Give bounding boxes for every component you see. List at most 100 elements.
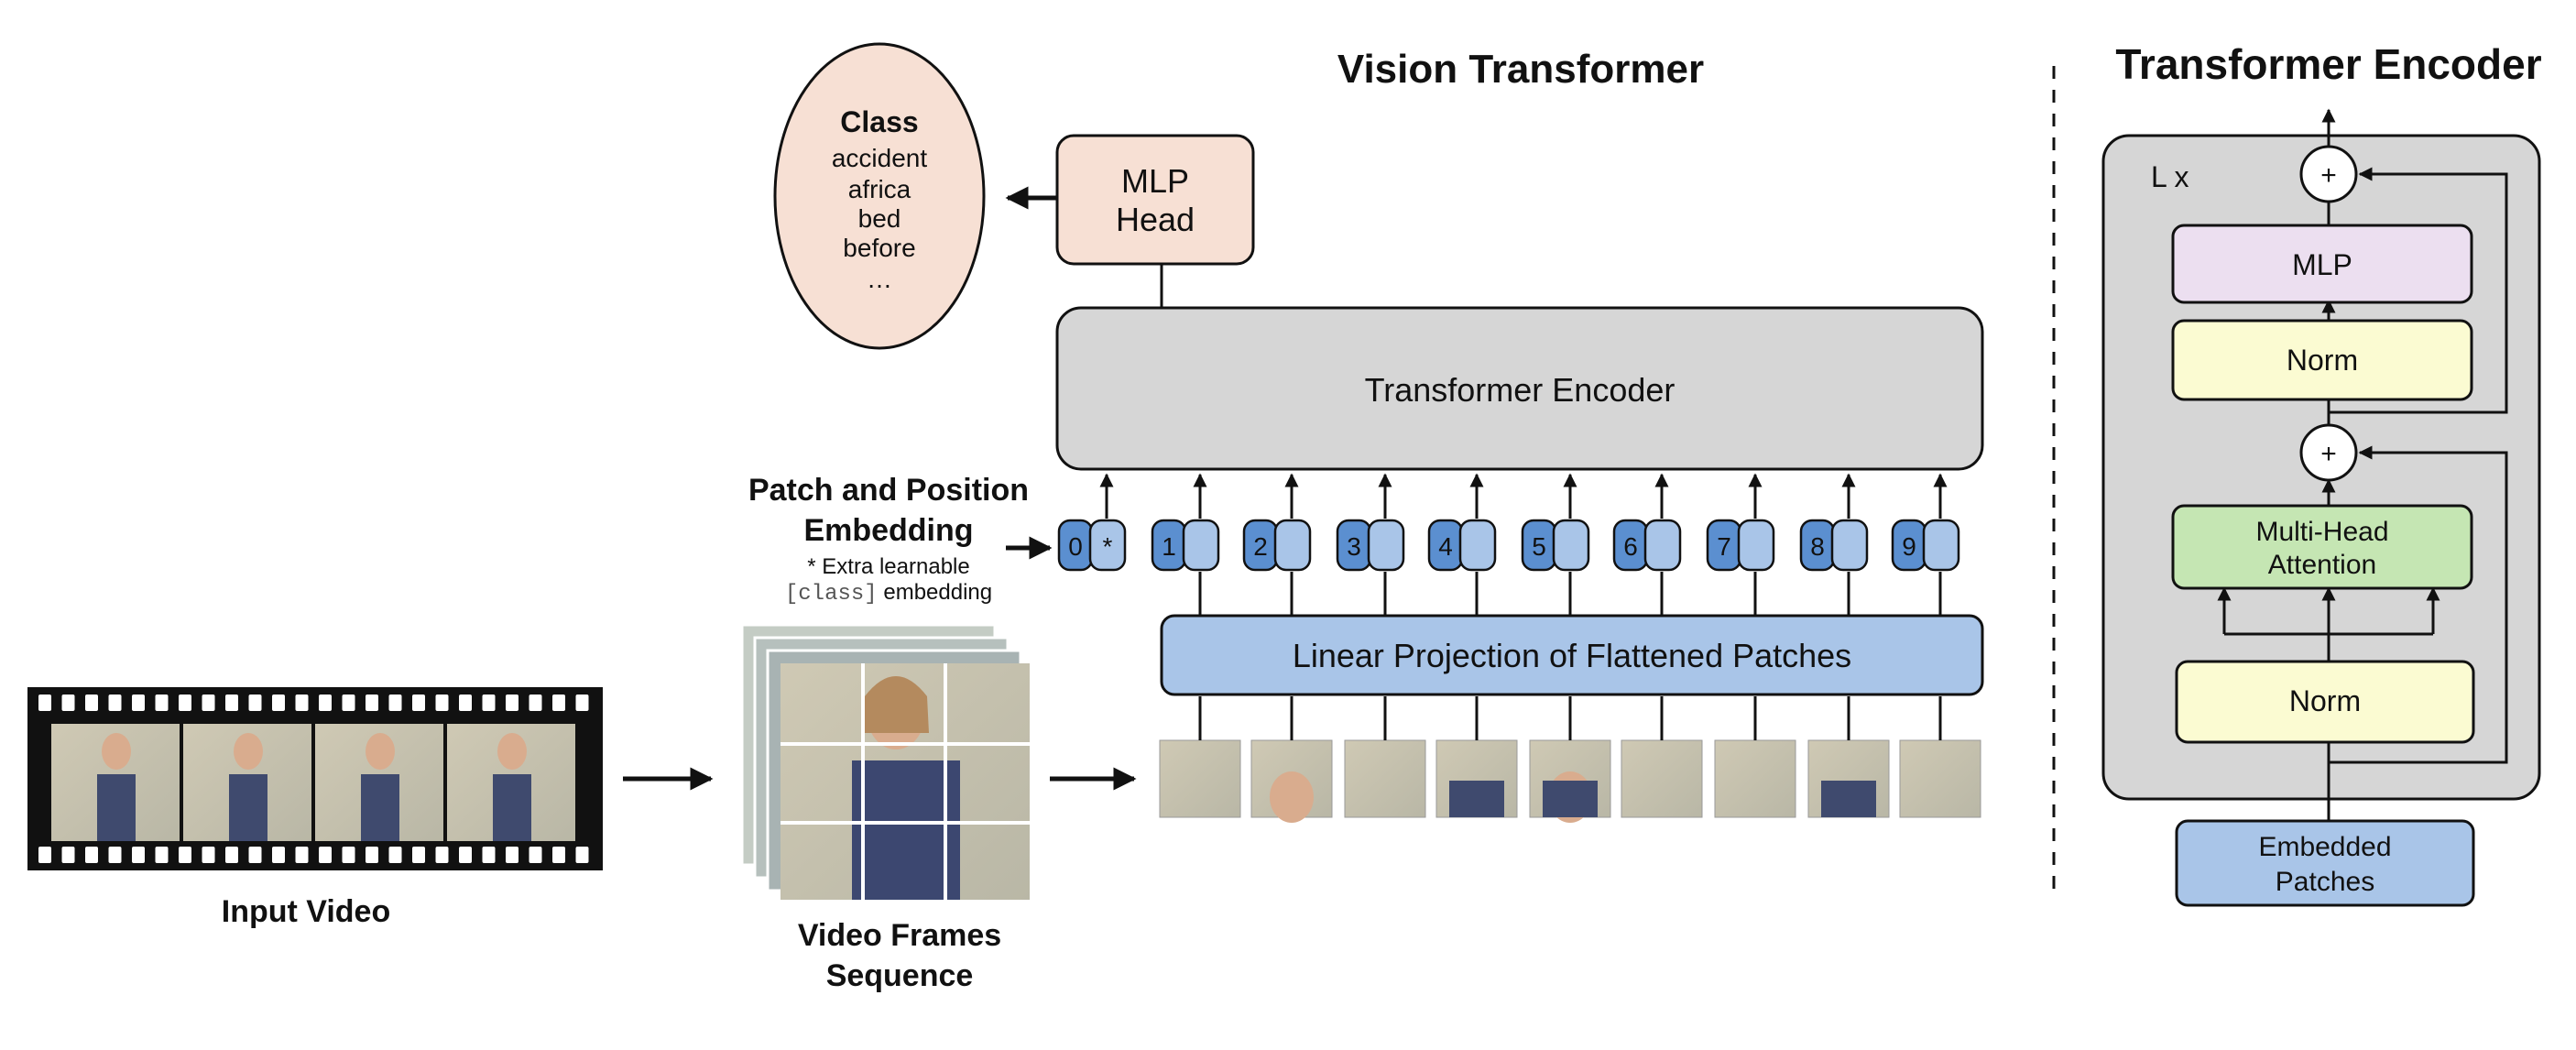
sprocket-hole <box>412 847 425 863</box>
token-index: 8 <box>1810 532 1825 561</box>
add-circle-bottom <box>2299 423 2358 482</box>
sprocket-hole <box>506 847 518 863</box>
sprocket-hole <box>61 847 75 863</box>
sprocket-hole <box>366 695 378 711</box>
repeat-label: L x <box>2151 160 2189 193</box>
sprocket-hole <box>319 695 332 711</box>
transformer-encoder-box <box>1055 306 1984 471</box>
embedding-title-line1: Patch and Position <box>748 473 1029 508</box>
sprocket-hole <box>529 695 542 711</box>
sprocket-hole <box>85 695 98 711</box>
embedded-patches-box <box>2175 819 2475 907</box>
image-patch <box>1621 739 1703 818</box>
sprocket-hole <box>132 847 145 863</box>
sprocket-hole <box>179 695 191 711</box>
embedding-note-line1: * Extra learnable <box>807 554 969 579</box>
token-pair: 6 <box>1612 519 1682 572</box>
patch-embedding-token <box>1737 519 1775 572</box>
film-frame <box>447 724 575 841</box>
add-symbol: + <box>2320 160 2337 191</box>
sprocket-hole <box>155 847 169 863</box>
token-pair: 0* <box>1057 519 1127 572</box>
norm-top-label: Norm <box>2287 344 2358 377</box>
class-item: … <box>867 265 892 293</box>
embedding-note-rest: embedding <box>883 580 992 605</box>
sprocket-hole <box>295 847 309 863</box>
sprocket-hole <box>295 695 309 711</box>
class-token-code: [class] <box>785 582 878 607</box>
sprocket-hole <box>272 847 285 863</box>
sprocket-hole <box>435 695 449 711</box>
token-index: 4 <box>1438 532 1453 561</box>
sprocket-hole <box>482 847 496 863</box>
image-patch <box>1159 739 1241 818</box>
token-index: 2 <box>1253 532 1268 561</box>
patch-embedding-token <box>1552 519 1590 572</box>
video-frames-label-line1: Video Frames <box>798 918 1001 953</box>
patch-embedding-token <box>1830 519 1869 572</box>
film-frame <box>51 724 180 841</box>
sprocket-hole <box>388 695 402 711</box>
sprocket-hole <box>412 695 425 711</box>
mha-box <box>2171 504 2473 590</box>
sprocket-hole <box>482 695 496 711</box>
sprocket-hole <box>179 847 191 863</box>
sprocket-hole <box>108 847 122 863</box>
video-frames-label-line2: Sequence <box>826 958 974 993</box>
class-ellipse <box>773 42 986 350</box>
sprocket-hole <box>38 847 51 863</box>
video-frame-stack <box>740 623 1030 900</box>
linear-projection-box <box>1160 614 1984 696</box>
token-index: 0 <box>1068 532 1083 561</box>
patch-embedding-token <box>1273 519 1312 572</box>
transformer-encoder-title: Transformer Encoder <box>2115 40 2541 88</box>
sprocket-hole <box>459 695 472 711</box>
image-patch <box>1435 739 1518 818</box>
sprocket-hole <box>155 695 169 711</box>
mha-line2: Attention <box>2268 550 2376 580</box>
embedding-note-line2: [class] embedding <box>785 580 992 607</box>
sprocket-hole <box>342 847 355 863</box>
image-patch <box>1714 739 1796 818</box>
linear-projection-label: Linear Projection of Flattened Patches <box>1293 637 1851 674</box>
token-index: 1 <box>1162 532 1176 561</box>
add-symbol: + <box>2320 439 2337 469</box>
sprocket-hole <box>61 695 75 711</box>
input-video-label: Input Video <box>222 894 390 929</box>
token-index: 6 <box>1623 532 1638 561</box>
token-pair: 8 <box>1799 519 1869 572</box>
token-pair: 4 <box>1427 519 1497 572</box>
sprocket-hole <box>108 695 122 711</box>
sprocket-hole <box>506 695 518 711</box>
sprocket-hole <box>38 695 51 711</box>
image-patch <box>1250 739 1333 823</box>
mlp-head-line2: Head <box>1116 201 1195 238</box>
mlp-box <box>2171 224 2473 304</box>
token-pair: 2 <box>1242 519 1312 572</box>
image-patch <box>1899 739 1981 818</box>
mha-line1: Multi-Head <box>2255 517 2388 547</box>
sprocket-hole <box>529 847 542 863</box>
encoder-detail: L x MLP Norm Multi-Head Attention Norm <box>2101 108 2541 907</box>
norm-bottom-box <box>2175 660 2475 744</box>
embedded-patches-line2: Patches <box>2276 867 2374 897</box>
sprocket-hole <box>319 847 332 863</box>
filmstrip <box>27 687 603 870</box>
sprocket-hole <box>459 847 472 863</box>
sprocket-hole <box>85 847 98 863</box>
sprocket-hole <box>202 847 215 863</box>
patch-row <box>1159 739 1981 823</box>
connectors <box>1099 473 1948 740</box>
sprocket-hole <box>575 695 589 711</box>
sprocket-hole <box>366 847 378 863</box>
token-pair: 5 <box>1521 519 1590 572</box>
embedding-title-line2: Embedding <box>803 513 973 548</box>
sprocket-hole <box>248 847 262 863</box>
sprocket-hole <box>132 695 145 711</box>
token-pair: 1 <box>1151 519 1220 572</box>
mlp-head-line1: MLP <box>1121 162 1189 200</box>
transformer-encoder-label: Transformer Encoder <box>1365 371 1675 409</box>
token-pair: 9 <box>1891 519 1960 572</box>
mlp-head-box <box>1055 134 1255 266</box>
